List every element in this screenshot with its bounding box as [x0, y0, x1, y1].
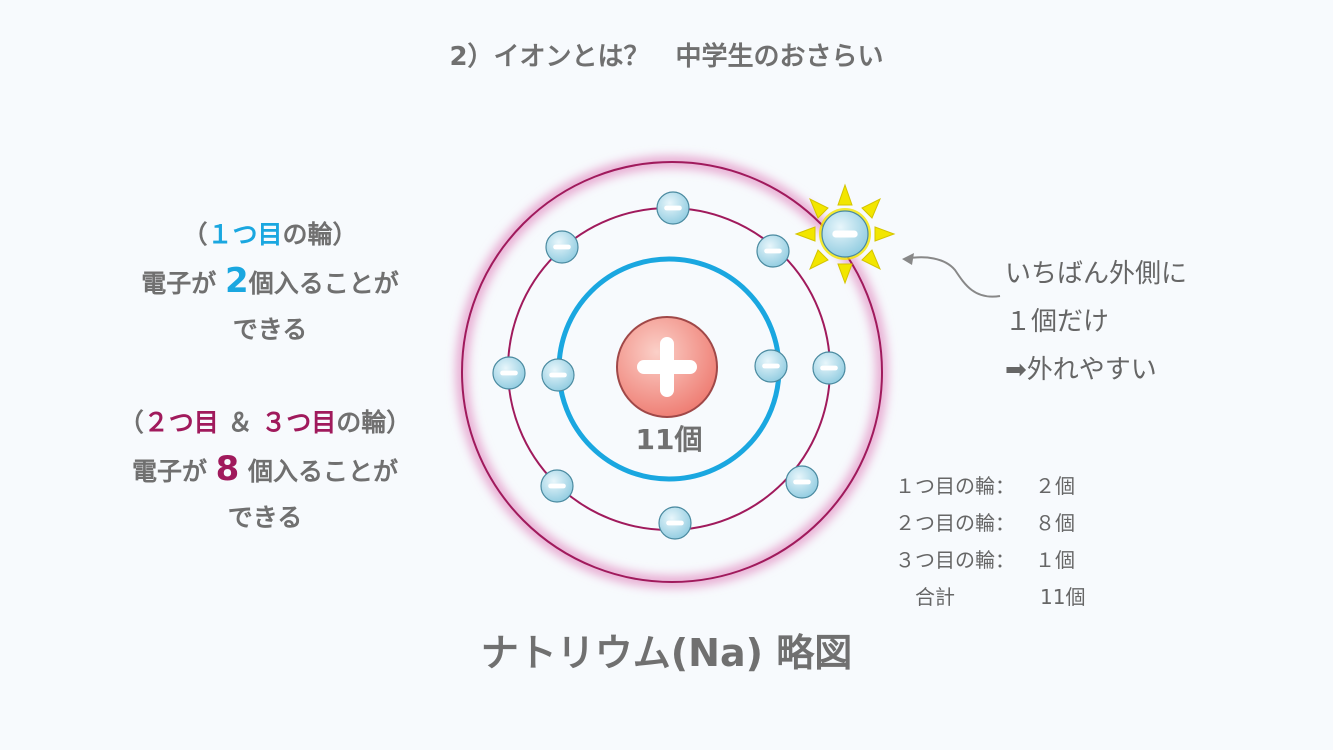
electron-minus-icon: [545, 230, 579, 264]
electron-minus-icon: [821, 210, 869, 258]
amp: ＆: [218, 408, 262, 437]
label-text: できる: [227, 503, 303, 532]
label-text: 電子が: [141, 269, 226, 298]
shell1-ordinal: １つ目: [207, 220, 283, 249]
tally-value: ８個: [1035, 511, 1075, 535]
shell23-label: （２つ目 ＆ ３つ目の輪） 電子が 8 個入ることが できる: [50, 400, 480, 541]
tally-row: ２つ目の輪： ８個: [895, 505, 1085, 542]
tally-label: ２つ目の輪：: [895, 511, 1015, 535]
electron-minus-icon: [812, 351, 846, 385]
shell1-count: 2: [225, 261, 249, 301]
shell3-ordinal: ３つ目: [261, 408, 337, 437]
label-text: 個入ることが: [248, 269, 399, 298]
nucleus-count: 11個: [635, 423, 703, 456]
electron-minus-icon: [756, 234, 790, 268]
tally-row: １つ目の輪： ２個: [895, 468, 1085, 505]
label-text: できる: [232, 315, 308, 344]
electron-minus-icon: [656, 191, 690, 225]
nucleus: [616, 316, 718, 418]
electron-minus-icon: [785, 465, 819, 499]
note-line: １個だけ: [1005, 307, 1110, 337]
electron-minus-icon: [541, 358, 575, 392]
note-line: ➡外れやすい: [1005, 355, 1157, 385]
shell23-count: 8: [215, 449, 240, 489]
shell-3: [461, 161, 883, 583]
electron-minus-icon: [492, 356, 526, 390]
tally-value: 11個: [1040, 585, 1086, 609]
paren: （: [118, 408, 144, 437]
electron-minus-icon: [754, 349, 788, 383]
shell1-label: （１つ目の輪） 電子が 2個入ることが できる: [60, 212, 480, 353]
electron-tally: １つ目の輪： ２個 ２つ目の輪： ８個 ３つ目の輪： １個 合計 11個: [895, 468, 1085, 616]
label-text: 電子が: [131, 457, 216, 486]
tally-value: ２個: [1035, 474, 1075, 498]
label-text: 個入ることが: [239, 457, 399, 486]
tally-label: ３つ目の輪：: [895, 548, 1015, 572]
label-rest: の輪）: [336, 408, 412, 437]
diagram-caption: ナトリウム(Na) 略図: [480, 631, 853, 675]
tally-row: 合計 11個: [895, 579, 1085, 616]
outer-electron-note: いちばん外側に １個だけ ➡外れやすい: [1005, 250, 1187, 394]
shell2-ordinal: ２つ目: [143, 408, 219, 437]
arrowhead-icon: [902, 253, 914, 265]
pointer-arrow: [904, 256, 1001, 298]
note-line: いちばん外側に: [1005, 259, 1188, 289]
slide-title: 2）イオンとは？ 中学生のおさらい: [449, 42, 884, 72]
electron-minus-icon: [658, 506, 692, 540]
paren: （: [182, 220, 208, 249]
label-rest: の輪）: [282, 220, 358, 249]
tally-value: １個: [1035, 548, 1075, 572]
electron-minus-icon: [540, 469, 574, 503]
tally-label: １つ目の輪：: [895, 474, 1015, 498]
tally-label: 合計: [915, 585, 955, 609]
tally-row: ３つ目の輪： １個: [895, 542, 1085, 579]
